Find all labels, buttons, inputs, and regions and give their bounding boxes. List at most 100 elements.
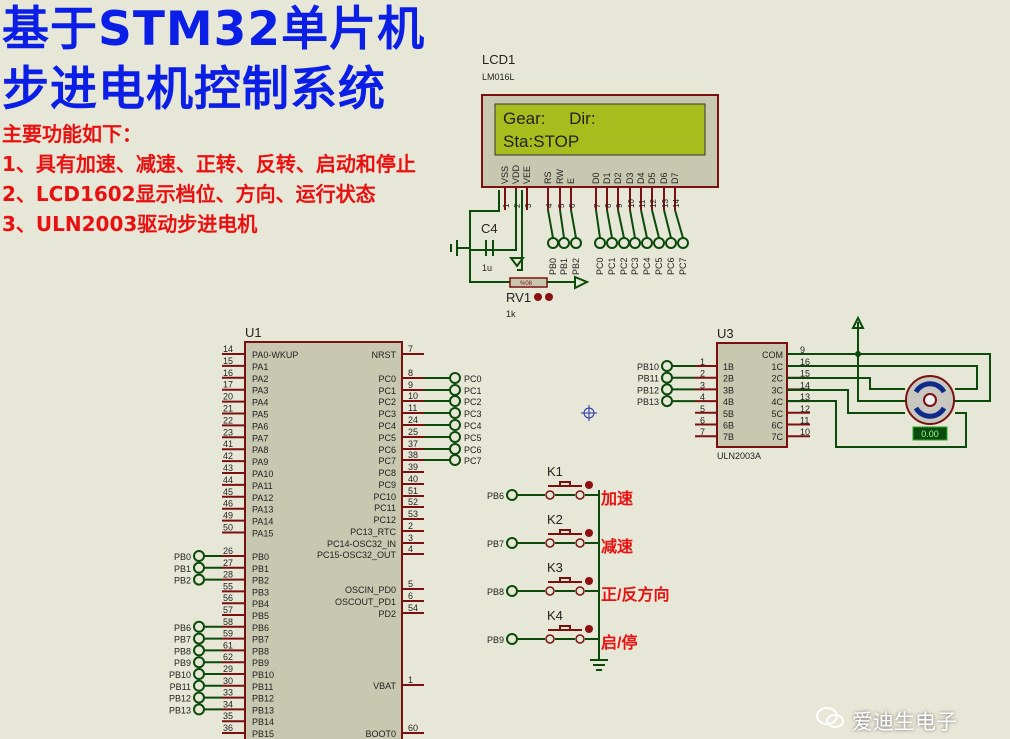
pin-number: 39 (408, 462, 418, 472)
pin-number: 28 (223, 570, 233, 580)
switch-handle[interactable] (585, 577, 593, 585)
wire (629, 209, 636, 239)
terminal-pc5[interactable] (449, 431, 461, 443)
switch-contact (545, 490, 555, 500)
terminal-pb7[interactable] (506, 537, 518, 549)
terminal-pb12[interactable] (661, 383, 673, 396)
lcd-line-1: Gear: Dir: (503, 109, 596, 128)
terminal-pb0[interactable] (193, 550, 205, 562)
terminal-pc1[interactable] (606, 237, 618, 249)
pot-ref: RV1 (506, 290, 531, 305)
terminal-label: PC3 (464, 409, 482, 419)
terminal-pb0[interactable] (547, 237, 559, 249)
terminal-pc2[interactable] (449, 395, 461, 407)
u1-ref: U1 (245, 325, 262, 340)
terminal-pb2[interactable] (570, 237, 582, 249)
terminal-pb6[interactable] (506, 489, 518, 501)
pin-name: PC4 (378, 421, 396, 431)
terminal-pb12[interactable] (193, 691, 205, 704)
pin-name: E (566, 178, 576, 184)
pot-adjust-up[interactable] (545, 293, 553, 301)
pin-number: 4 (408, 544, 413, 554)
switch-contact (545, 634, 555, 644)
stepper-motor[interactable]: 0.00 (787, 315, 991, 448)
terminal-pb7[interactable] (193, 632, 205, 645)
terminal-pc7[interactable] (677, 237, 689, 249)
terminal-label: PB10 (169, 670, 191, 680)
pin-name: PA15 (252, 529, 273, 539)
terminal-pb6[interactable] (193, 620, 205, 633)
pin-number: 40 (408, 474, 418, 484)
terminal-pb11[interactable] (193, 679, 205, 692)
terminal-label: PC7 (464, 456, 482, 466)
pin-number: 46 (223, 499, 233, 509)
pin-number: 62 (223, 652, 233, 662)
terminal-pb9[interactable] (506, 633, 518, 645)
pin-number: 15 (223, 356, 233, 366)
pot-adjust-down[interactable] (534, 293, 542, 301)
pin-name: VDD (511, 164, 521, 184)
pin-number: 10 (408, 391, 418, 401)
terminal-pc6[interactable] (665, 237, 677, 249)
pin-number: 12 (649, 199, 658, 208)
pin-number: 50 (223, 523, 233, 533)
terminal-pb8[interactable] (193, 644, 205, 657)
terminal-pb13[interactable] (661, 395, 673, 408)
pin-name: PA4 (252, 398, 268, 408)
pin-name: VBAT (373, 681, 396, 691)
terminal-label: PC4 (642, 257, 652, 275)
u3-ref: U3 (717, 326, 734, 341)
switch-handle[interactable] (585, 481, 593, 489)
terminal-pc0[interactable] (594, 237, 606, 249)
switch-handle[interactable] (585, 625, 593, 633)
pin-name: 1B (723, 362, 734, 372)
pin-number: 51 (408, 486, 418, 496)
lcd-component[interactable]: Gear: Dir: Sta:STOP LCD1 LM016L (481, 52, 719, 188)
terminal-pb2[interactable] (193, 573, 205, 586)
driver-u3[interactable]: U3 ULN2003A (716, 326, 788, 461)
switch-handle[interactable] (585, 529, 593, 537)
pin-number: 44 (223, 475, 233, 485)
terminal-pb11[interactable] (661, 371, 673, 384)
terminal-pb10[interactable] (661, 360, 673, 372)
pin-name: NRST (372, 350, 397, 360)
terminal-pb13[interactable] (193, 703, 205, 716)
pin-number: 6 (568, 203, 577, 208)
pin-name: PC14-OSC32_IN (327, 539, 396, 549)
switch-contact (545, 586, 555, 596)
pin-number: 17 (223, 380, 233, 390)
pin-name: 4C (771, 397, 783, 407)
pin-name: PA1 (252, 362, 268, 372)
pin-name: PA12 (252, 493, 273, 503)
terminal-pc2[interactable] (618, 237, 630, 249)
terminal-pc1[interactable] (449, 384, 461, 396)
terminal-pc3[interactable] (449, 407, 461, 419)
terminal-pc7[interactable] (449, 454, 461, 466)
terminal-pc3[interactable] (629, 237, 641, 249)
terminal-pc6[interactable] (449, 443, 461, 455)
terminal-pb8[interactable] (506, 585, 518, 597)
terminal-label: PB9 (487, 635, 504, 645)
terminal-pc4[interactable] (641, 237, 653, 249)
pin-name: PB10 (252, 670, 274, 680)
motor-readout: 0.00 (921, 429, 939, 439)
terminal-pb9[interactable] (193, 656, 205, 669)
pin-number: 16 (223, 368, 233, 378)
pin-name: PC3 (378, 409, 396, 419)
terminal-pb10[interactable] (193, 668, 205, 680)
terminal-pc4[interactable] (449, 419, 461, 431)
terminal-pc5[interactable] (653, 237, 665, 249)
terminal-pb1[interactable] (558, 237, 570, 249)
pushbutton-icon (548, 529, 582, 535)
pin-name: 6C (771, 421, 783, 431)
switch-contact (575, 490, 585, 500)
pin-name: D7 (670, 172, 680, 184)
mcu-u1[interactable]: U1 (244, 325, 403, 739)
terminal-pc0[interactable] (449, 372, 461, 384)
terminal-pb1[interactable] (193, 561, 205, 574)
